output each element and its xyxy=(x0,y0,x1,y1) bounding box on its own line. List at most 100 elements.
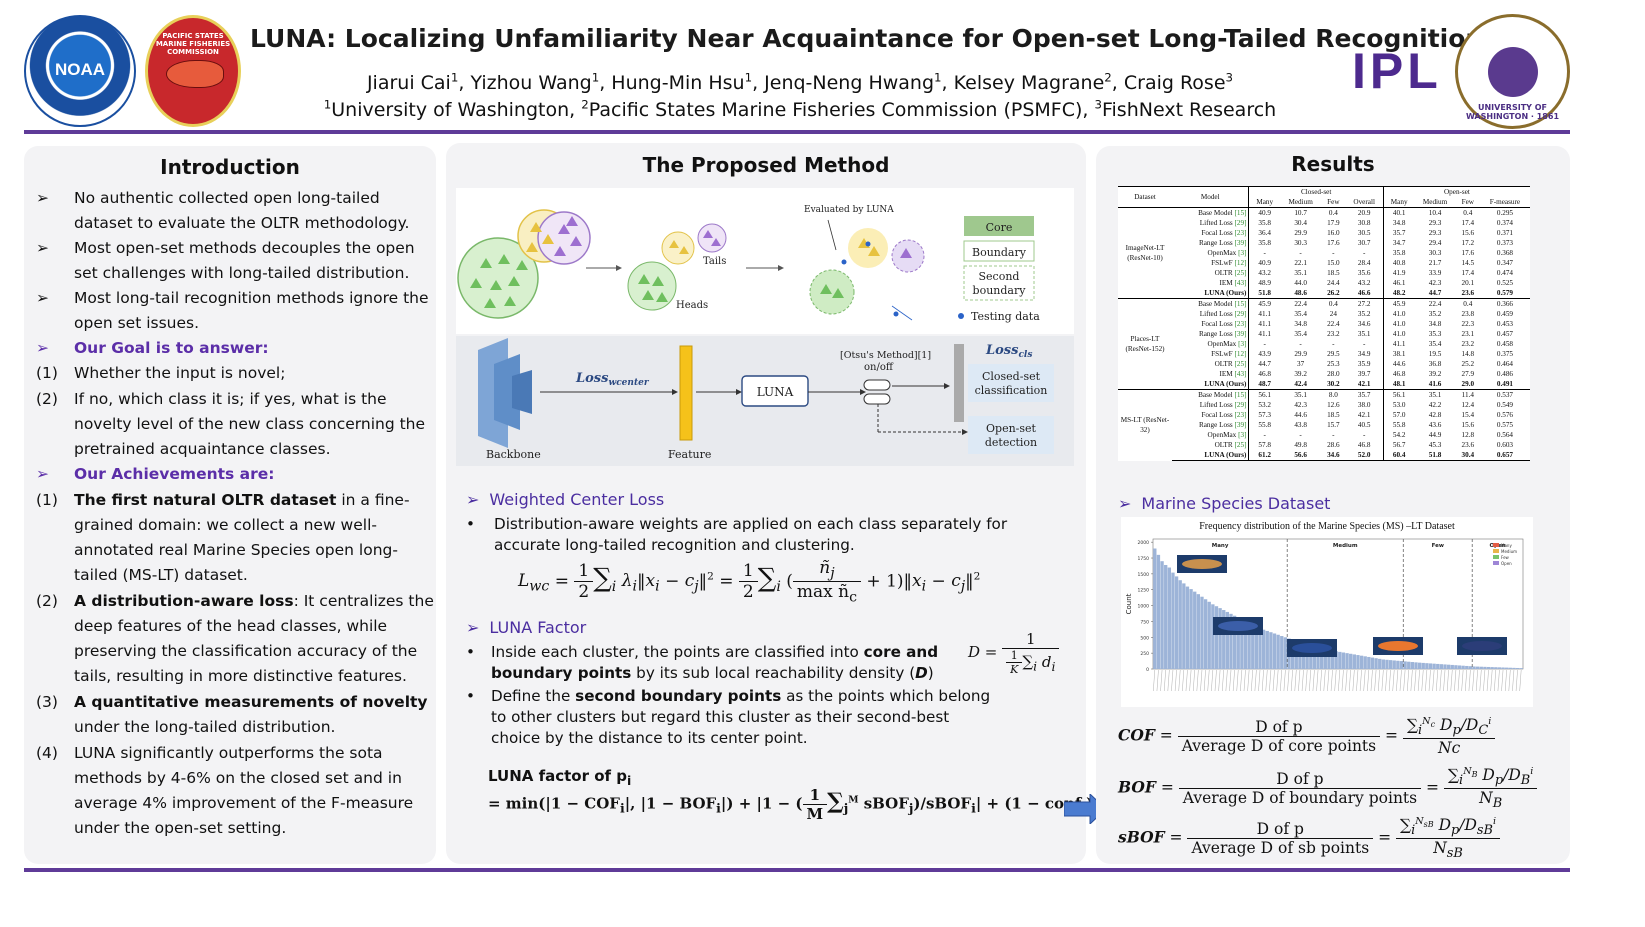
x-tick-mark xyxy=(1490,669,1493,692)
value-cell: 17.4 xyxy=(1461,219,1475,227)
chart-bar xyxy=(1472,666,1476,669)
fish-icon xyxy=(1218,621,1258,631)
value-cell: 34.7 xyxy=(1382,238,1415,248)
model-name: Focal Loss xyxy=(1201,320,1233,328)
table-header-row: Dataset Model Closed-set Open-set xyxy=(1118,186,1530,208)
legend-swatch xyxy=(1493,561,1499,565)
chart-bar xyxy=(1225,611,1230,669)
fish-icon xyxy=(1182,559,1222,569)
chart-bar xyxy=(1156,554,1161,669)
value-cell: 0.347 xyxy=(1496,259,1514,267)
dataset-cell: ImageNet-LT (ResNet-10) xyxy=(1118,207,1172,299)
value-cell: 51.8 xyxy=(1248,288,1280,299)
value-cell: 8.0 xyxy=(1321,389,1346,400)
model-cell: Range Loss [39] xyxy=(1172,420,1249,430)
model-name: OLTR xyxy=(1214,269,1233,277)
arrow-head-icon xyxy=(616,265,622,271)
introduction-panel: Introduction ➢No authentic collected ope… xyxy=(24,146,436,864)
value-cell: 38.0 xyxy=(1357,401,1371,409)
value-cell: 44.7 xyxy=(1428,289,1442,297)
value-cell: 30.4 xyxy=(1294,219,1307,227)
value-cell: 57.0 xyxy=(1382,410,1415,420)
list-text: If no, which class it is; if yes, what i… xyxy=(74,390,425,458)
list-marker: (3) xyxy=(36,693,58,711)
list-text: No authentic collected open long-tailed … xyxy=(74,189,409,232)
chart-bar xyxy=(1421,662,1425,669)
value-cell: 23.8 xyxy=(1461,310,1475,318)
x-tick-mark xyxy=(1287,669,1290,692)
value-cell: - xyxy=(1299,340,1302,348)
chart-bar xyxy=(1468,666,1473,669)
x-tick-mark xyxy=(1240,669,1243,692)
affiliation-name: Pacific States Marine Fisheries Commissi… xyxy=(588,99,1083,121)
chart-bar xyxy=(1457,665,1462,669)
model-name: OpenMax xyxy=(1207,249,1237,257)
chart-bar xyxy=(1334,651,1338,669)
x-tick-mark xyxy=(1196,669,1199,692)
x-tick-mark xyxy=(1381,669,1384,692)
author: Kelsey Magrane2, xyxy=(953,70,1124,94)
value-cell: 0.576 xyxy=(1496,411,1514,419)
value-cell: 16.0 xyxy=(1327,229,1340,237)
model-name: Lifted Loss xyxy=(1199,401,1233,409)
value-cell: 48.7 xyxy=(1248,379,1280,390)
list-body-text: If no, which class it is; if yes, what i… xyxy=(74,390,426,458)
mid-points xyxy=(526,222,554,252)
chart-bar xyxy=(1378,658,1382,669)
list-marker: (2) xyxy=(36,390,58,408)
value-cell: 41.9 xyxy=(1382,268,1415,278)
list-text: LUNA significantly outperforms the sota … xyxy=(74,744,413,837)
value-cell: 42.3 xyxy=(1428,279,1442,287)
chart-bar xyxy=(1174,576,1179,669)
subheader-closed-many: Many xyxy=(1248,197,1280,208)
chart-bar xyxy=(1399,661,1404,669)
value-cell: 0.537 xyxy=(1479,389,1530,400)
x-tick-mark xyxy=(1356,669,1359,692)
list-marker: ➢ xyxy=(36,465,49,483)
value-cell: 22.4 xyxy=(1327,320,1340,328)
value-cell: 40.1 xyxy=(1382,207,1415,218)
value-cell: 12.4 xyxy=(1461,401,1475,409)
author-affiliation-mark: 1 xyxy=(591,70,600,85)
value-cell: 35.6 xyxy=(1357,269,1371,277)
method-figure: Tails Heads Evaluated by LUNA Core Bound… xyxy=(456,188,1074,466)
x-tick-mark xyxy=(1236,669,1239,692)
head-cluster-circle xyxy=(457,237,539,319)
intro-list-item: ➢Most long-tail recognition methods igno… xyxy=(34,286,434,336)
closed-set-label-1: Closed-set xyxy=(982,370,1041,383)
value-cell: 35.8 xyxy=(1382,248,1415,258)
switch-off-icon xyxy=(863,393,891,405)
chart-bar xyxy=(1414,662,1418,669)
x-tick-mark xyxy=(1465,669,1467,692)
value-cell: 35.7 xyxy=(1345,389,1384,400)
value-cell: 35.8 xyxy=(1248,218,1280,228)
chart-bar xyxy=(1446,664,1451,669)
wcl-text: •Distribution-aware weights are applied … xyxy=(466,515,1008,554)
x-tick-mark xyxy=(1338,669,1341,692)
value-cell: 20.9 xyxy=(1345,207,1384,218)
y-tick-label: 500 xyxy=(1140,635,1149,641)
x-tick-mark xyxy=(1396,669,1399,692)
model-cell: FSLwF [12] xyxy=(1172,349,1249,359)
value-cell: - xyxy=(1362,431,1366,439)
author-name: Kelsey Magrane xyxy=(953,72,1105,94)
value-cell: 41.1 xyxy=(1248,309,1280,319)
legend-second-swatch xyxy=(963,265,1035,301)
value-cell: 48.2 xyxy=(1382,288,1415,299)
luna-factor-label: LUNA factor of pi xyxy=(488,767,632,788)
x-tick-mark xyxy=(1519,669,1522,692)
legend-testing-dot xyxy=(958,313,964,319)
list-text: A distribution-aware loss: It centralize… xyxy=(74,592,434,685)
model-cell: Range Loss [39] xyxy=(1172,238,1249,248)
value-cell: 29.9 xyxy=(1294,350,1307,358)
model-cell: OLTR [25] xyxy=(1172,440,1249,450)
chart-bar xyxy=(1203,599,1208,669)
model-reference: [43] xyxy=(1234,370,1247,378)
model-cell: LUNA (Ours) xyxy=(1172,450,1249,461)
